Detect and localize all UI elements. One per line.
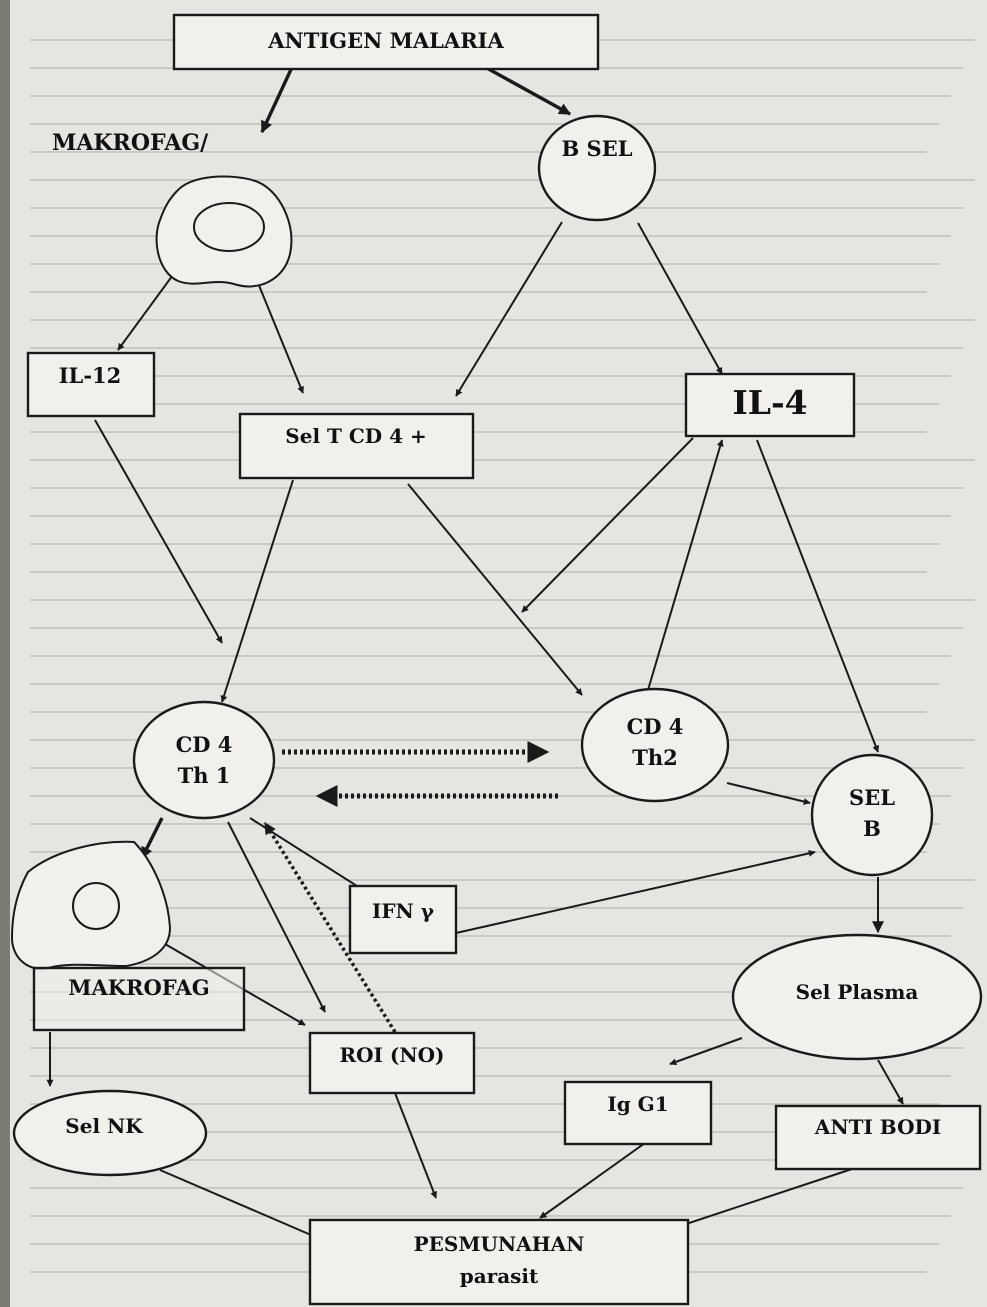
sel-plasma-label: Sel Plasma [796,980,919,1004]
sel-t-cd4-label: Sel T CD 4 + [285,424,426,448]
arrow-cd4th1-to-roi [227,821,326,1013]
arrow-bsel-to-selt [455,221,563,397]
arrow-makrofag-to-selt [257,282,304,394]
node-roi-no: ROI (NO) [308,1031,476,1095]
arrow-il12-to-cd4th1 [94,419,223,644]
node-cd4-th1: CD 4 Th 1 [132,700,276,820]
sel-b-label-line1: SEL [849,785,895,810]
cd4-th2-label-line1: CD 4 [627,714,684,739]
arrow-dotted-roi-to-cd4th1 [263,821,397,1033]
pesmunahan-label-line2: parasit [460,1264,539,1288]
arrow-antibodi-to-pesmunahan [661,1167,856,1234]
macrophage-bottom-cell [10,840,172,970]
makrofag-bottom-label: MAKROFAG [68,975,209,1000]
arrow-igg1-to-pesmunahan [539,1142,646,1219]
node-ifn-gamma: IFN γ [348,884,458,955]
cd4-th2-label-line2: Th2 [632,745,678,770]
arrow-cd4th2-to-selb [726,782,811,805]
arrow-roi-to-pesmunahan [394,1092,437,1199]
ifn-gamma-label: IFN γ [372,899,435,923]
arrow-selplasma-to-antibodi [877,1059,904,1105]
node-il4: IL-4 [684,372,856,438]
arrow-cd4th1-to-ifn [249,817,369,894]
arrow-cd4th2-to-il4 [647,439,724,691]
cd4-th1-label-line2: Th 1 [178,763,231,788]
node-antigen-malaria: ANTIGEN MALARIA [172,13,600,71]
arrow-selplasma-to-igg1 [669,1037,743,1066]
arrow-il4-to-selb [756,439,879,753]
arrow-il4-to-mid [521,437,694,613]
arrow-bsel-to-il4 [637,222,723,375]
arrow-cd4th1-to-makrofag [140,817,164,860]
arrow-selnk-to-pesmunahan [159,1169,319,1239]
node-b-sel: B SEL [537,114,657,222]
anti-bodi-label: ANTI BODI [814,1115,941,1139]
page-left-edge-shadow [0,0,10,1307]
roi-no-label: ROI (NO) [340,1043,445,1067]
node-sel-b: SEL B [810,753,934,877]
node-sel-plasma: Sel Plasma [731,933,983,1061]
b-sel-label: B SEL [562,136,633,161]
node-sel-nk: Sel NK [12,1089,208,1177]
node-anti-bodi: ANTI BODI [774,1104,982,1171]
node-sel-t-cd4: Sel T CD 4 + [238,412,475,480]
cd4-th1-label-line1: CD 4 [176,732,233,757]
sel-b-label-line2: B [863,816,881,841]
arrow-selt-to-cd4th2 [407,483,583,696]
node-ig-g1: Ig G1 [563,1080,713,1146]
arrow-ifn-to-selb [455,849,816,934]
sel-nk-label: Sel NK [65,1114,143,1138]
arrow-selt-to-cd4th1 [220,479,294,703]
macrophage-top-cell [155,175,293,288]
node-cd4-th2: CD 4 Th2 [580,687,730,803]
node-pesmunahan-parasit: PESMUNAHAN parasit [308,1218,690,1306]
node-il12: IL-12 [26,351,156,418]
pesmunahan-label-line1: PESMUNAHAN [414,1232,585,1256]
antigen-malaria-label: ANTIGEN MALARIA [267,28,504,53]
il4-label: IL-4 [732,383,807,422]
makrofag-top-label: MAKROFAG/ [52,130,209,156]
arrows [46,49,904,1239]
ig-g1-label: Ig G1 [607,1092,668,1116]
il12-label: IL-12 [59,363,122,388]
node-makrofag-bottom: MAKROFAG [32,966,246,1032]
arrow-makrofag-to-il12 [117,267,179,351]
